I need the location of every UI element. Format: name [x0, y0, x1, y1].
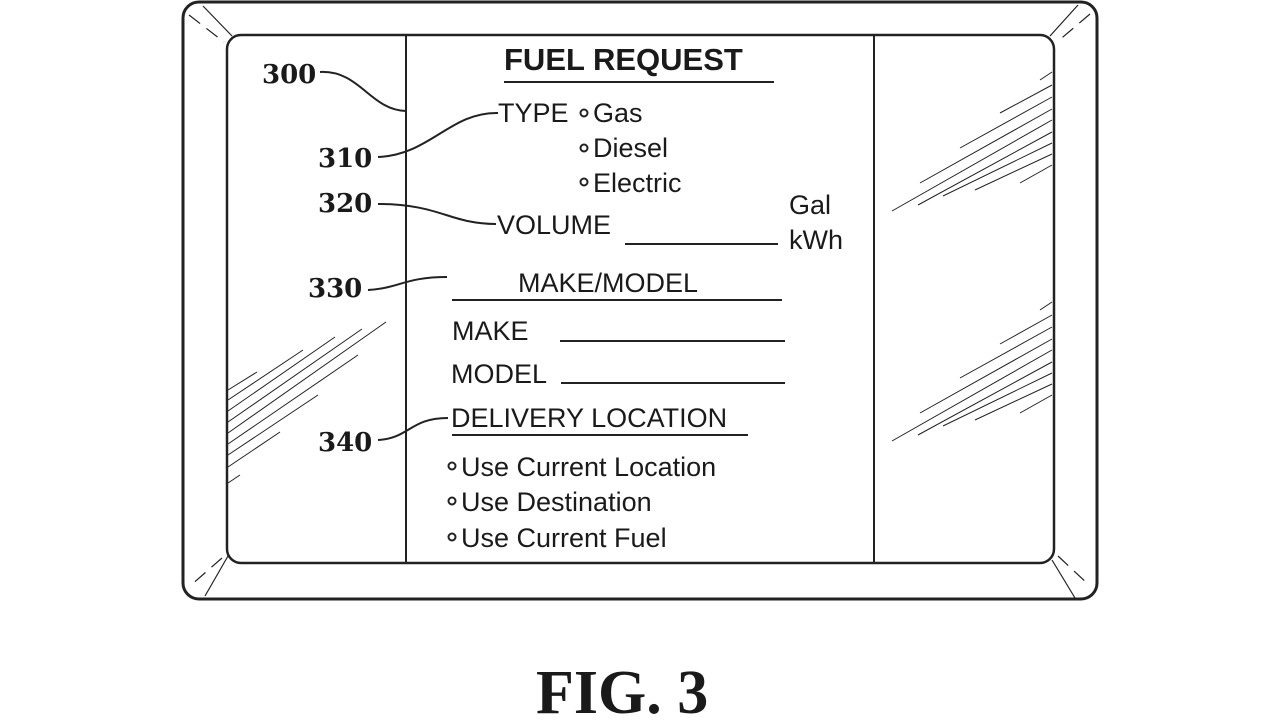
make-label: MAKE	[452, 316, 529, 346]
display-screen	[225, 33, 1056, 565]
volume-unit-kwh[interactable]: kWh	[789, 225, 843, 255]
device-bezel	[181, 0, 1099, 601]
radio-button-current-fuel[interactable]	[447, 532, 457, 542]
volume-label: VOLUME	[497, 210, 611, 240]
delivery-option-destination-label: Use Destination	[461, 487, 652, 517]
fuel-request-form: FUEL REQUEST TYPE Gas Diesel Electric VO…	[447, 42, 843, 553]
bezel-corner-lines	[188, 4, 1091, 599]
leader-line-320	[377, 203, 497, 225]
radio-button-current-location[interactable]	[447, 461, 457, 471]
type-label: TYPE	[498, 98, 569, 128]
delivery-option-destination[interactable]: Use Destination	[447, 487, 652, 517]
ref-numeral-340: 340	[318, 428, 372, 458]
type-option-diesel[interactable]: Diesel	[579, 133, 669, 163]
delivery-option-current-fuel[interactable]: Use Current Fuel	[447, 523, 667, 553]
leader-line-300	[319, 70, 407, 112]
screen-glare-hatching-left	[227, 321, 387, 484]
figure-caption: FIG. 3	[536, 659, 708, 720]
leader-line-330	[367, 276, 448, 291]
screen-glare-hatching-right-bottom	[891, 301, 1053, 442]
type-option-gas[interactable]: Gas	[579, 98, 643, 128]
leader-line-310	[377, 111, 499, 158]
type-option-diesel-label: Diesel	[593, 133, 668, 163]
make-model-heading: MAKE/MODEL	[518, 268, 698, 298]
radio-button-gas[interactable]	[579, 108, 589, 118]
ref-numeral-330: 330	[308, 274, 362, 304]
volume-unit-gal[interactable]: Gal	[789, 190, 831, 220]
ref-numeral-310: 310	[318, 144, 372, 174]
radio-button-destination[interactable]	[447, 496, 457, 506]
type-option-electric[interactable]: Electric	[579, 168, 682, 198]
delivery-option-current-location[interactable]: Use Current Location	[447, 452, 717, 482]
screen-glare-hatching-right-top	[891, 71, 1053, 212]
delivery-location-heading: DELIVERY LOCATION	[451, 403, 727, 433]
model-label: MODEL	[451, 359, 547, 389]
type-option-electric-label: Electric	[593, 168, 682, 198]
leader-line-340	[377, 417, 449, 441]
delivery-option-current-fuel-label: Use Current Fuel	[461, 523, 667, 553]
type-option-gas-label: Gas	[593, 98, 643, 128]
ref-numeral-300: 300	[262, 60, 316, 90]
delivery-option-current-location-label: Use Current Location	[461, 452, 716, 482]
ref-numeral-320: 320	[318, 189, 372, 219]
form-title: FUEL REQUEST	[504, 42, 743, 77]
radio-button-diesel[interactable]	[579, 143, 589, 153]
radio-button-electric[interactable]	[579, 177, 589, 187]
